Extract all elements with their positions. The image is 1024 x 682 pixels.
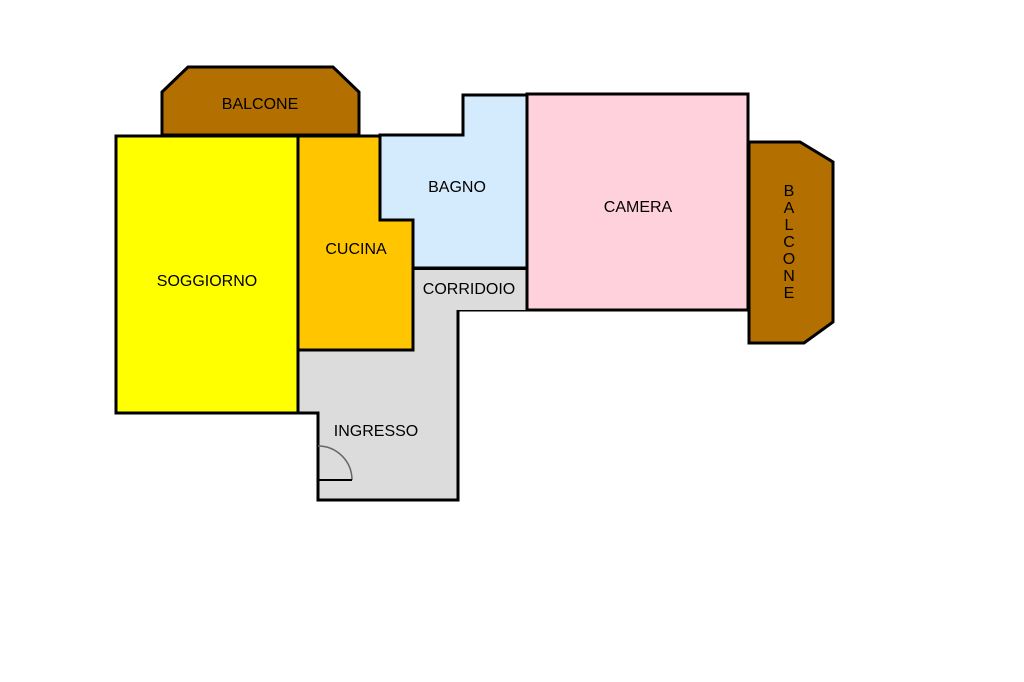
room-corridoio	[413, 270, 527, 310]
entrance-door-icon	[317, 445, 353, 481]
label-ingresso: INGRESSO	[334, 423, 418, 440]
room-soggiorno	[114, 134, 300, 415]
label-cucina: CUCINA	[325, 241, 387, 258]
label-balcone-right-letter: E	[784, 285, 795, 302]
label-balcone-right-letter: B	[784, 183, 795, 200]
label-balcone-right-letter: C	[783, 234, 795, 251]
label-balcone-right-letter: N	[783, 268, 795, 285]
label-soggiorno: SOGGIORNO	[157, 273, 257, 290]
label-balcone-right-letter: O	[783, 251, 795, 268]
label-camera: CAMERA	[604, 199, 673, 216]
label-corridoio: CORRIDOIO	[423, 281, 515, 298]
room-balcone-right	[747, 140, 835, 345]
room-cucina	[296, 134, 415, 352]
label-balcone-right: BALCONE	[783, 183, 795, 302]
label-bagno: BAGNO	[428, 179, 486, 196]
label-balcone-top: BALCONE	[222, 96, 298, 113]
label-balcone-right-letter: L	[785, 217, 794, 234]
label-balcone-right-letter: A	[784, 200, 795, 217]
